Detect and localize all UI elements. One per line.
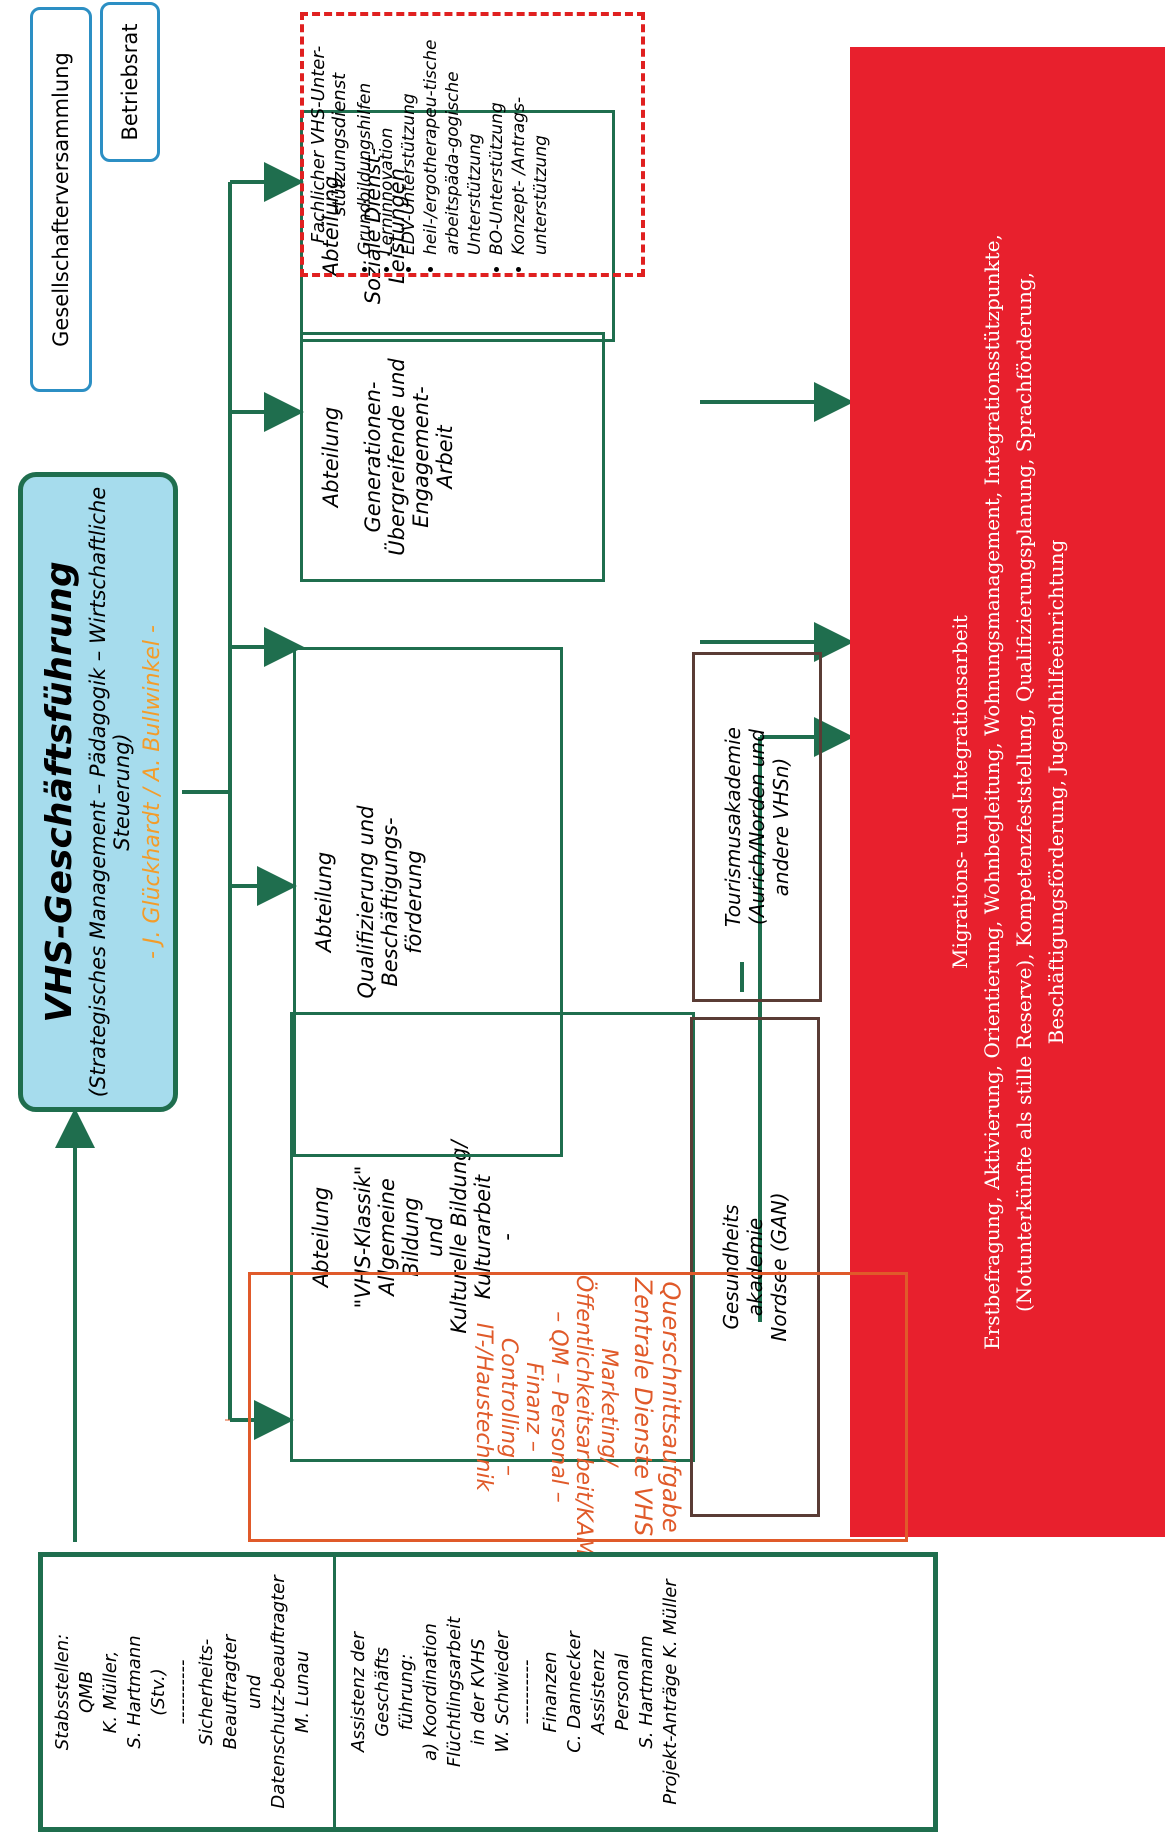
staff-line: ---------- — [172, 1659, 193, 1725]
assistenz-section: Assistenz der Geschäfts führung: a) Koor… — [343, 1557, 933, 1827]
staff-line: ---------- — [516, 1659, 537, 1725]
migration-text-1: Erstbefragung, Aktivierung, Orientierung… — [979, 234, 1004, 1350]
staff-line: S. Hartmann — [124, 1635, 145, 1749]
stabsstellen-section: Stabsstellen: QMB K. Müller, S. Hartmann… — [43, 1557, 349, 1827]
dept-line: Qualifizierung und — [354, 805, 378, 999]
list-item: Konzept- /Antrags-unterstützung — [508, 16, 552, 255]
stabsstellen-divider — [333, 1557, 336, 1827]
list-item: heil-/ergotherapeu-tische arbeitspäda-go… — [420, 16, 486, 255]
staff-line: a) Koordination — [420, 1623, 441, 1761]
dept-line: Übergreifende und — [385, 358, 409, 556]
staff-line: in der KVHS — [468, 1638, 489, 1746]
staff-line: Finanzen — [540, 1651, 561, 1733]
dept-generationen: Abteilung Generationen- Übergreifende un… — [300, 332, 605, 582]
hq-names: - J. Glückhardt / A. Bullwinkel - — [140, 625, 165, 959]
staff-line: C. Dannecker — [564, 1631, 585, 1753]
staff-line: Beauftragter — [220, 1634, 241, 1750]
staff-line: und — [244, 1674, 265, 1710]
dept-heading: Abteilung — [319, 406, 343, 508]
dept-qualifizierung: Abteilung Qualifizierung und Beschäftigu… — [293, 647, 563, 1157]
list-item: Lerninnovation — [376, 16, 398, 255]
gesellschafterversammlung-box: Gesellschafterversammlung — [30, 7, 92, 392]
stabsstellen-box: Stabsstellen: QMB K. Müller, S. Hartmann… — [38, 1552, 938, 1832]
staff-line: führung: — [396, 1653, 417, 1731]
staff-line: S. Hartmann — [636, 1635, 657, 1749]
dept-line: Generationen- — [361, 381, 385, 533]
gesellschafterversammlung-label: Gesellschafterversammlung — [49, 52, 73, 347]
staff-line: K. Müller, — [100, 1650, 121, 1734]
staff-line: Geschäfts — [372, 1647, 393, 1737]
staff-line: Sicherheits- — [196, 1638, 217, 1746]
querschnittsaufgabe-box: Querschnittsaufgabe Zentrale Dienste VHS… — [248, 1272, 908, 1556]
querschnitt-line: Marketing/Öffentlichkeitsarbeit/KAM – QM… — [521, 1275, 621, 1556]
staff-line: QMB — [76, 1670, 97, 1714]
support-heading: Fachlicher VHS-Unter-stützungsdienst — [308, 45, 350, 244]
staff-line: Datenschutz-beauftragter M. Lunau — [268, 1575, 313, 1809]
list-item: BO-Unterstützung — [486, 16, 508, 255]
fachlicher-unterstuetzungsdienst-box: Fachlicher VHS-Unter-stützungsdienst Gru… — [300, 12, 645, 277]
academy-line: (Aurich/Norden und — [745, 729, 769, 925]
dept-line: Beschäftigungs- — [378, 817, 402, 987]
staff-line: Personal — [612, 1653, 633, 1731]
staff-line: (Stv.) — [148, 1668, 169, 1716]
hq-subtitle: (Strategisches Management – Pädagogik – … — [86, 486, 134, 1098]
migration-text-3: Beschäftigungsförderung, Jugendhilfeeinr… — [1043, 539, 1068, 1045]
dept-line: Engagement- — [409, 386, 433, 528]
academy-line: Tourismusakademie — [721, 727, 745, 927]
staff-line: Flüchtlingsarbeit — [444, 1616, 465, 1768]
academy-line: andere VHSn) — [769, 757, 793, 897]
dept-line: förderung — [402, 850, 426, 954]
migration-title: Migrations- und Integrationsarbeit — [947, 615, 972, 969]
list-item: EDV-Unterstützung — [398, 16, 420, 255]
querschnitt-line: Controlling – IT-/Haustechnik — [471, 1322, 521, 1492]
betriebsrat-box: Betriebsrat — [100, 2, 160, 162]
staff-line: Projekt-Anträge K. Müller — [660, 1579, 681, 1805]
staff-line: Assistenz der — [348, 1631, 369, 1753]
staff-line: W. Schwieder — [492, 1631, 513, 1753]
betriebsrat-label: Betriebsrat — [118, 23, 142, 141]
support-list: Grundbildungshilfen Lerninnovation EDV-U… — [354, 16, 552, 255]
querschnitt-title: Querschnittsaufgabe Zentrale Dienste VHS — [629, 1277, 685, 1537]
staff-line: Assistenz — [588, 1649, 609, 1735]
migration-text-2: (Notunterkünfte als stille Reserve), Kom… — [1011, 272, 1036, 1312]
tourismusakademie-box: Tourismusakademie (Aurich/Norden und and… — [692, 652, 822, 1002]
dept-line: Arbeit — [433, 425, 457, 489]
dept-heading: Abteilung — [312, 851, 336, 953]
hq-title: VHS-Geschäftsführung — [39, 561, 80, 1023]
staff-line: Stabsstellen: — [52, 1633, 73, 1751]
vhs-geschaeftsfuehrung-box: VHS-Geschäftsführung (Strategisches Mana… — [18, 472, 178, 1112]
list-item: Grundbildungshilfen — [354, 16, 376, 255]
